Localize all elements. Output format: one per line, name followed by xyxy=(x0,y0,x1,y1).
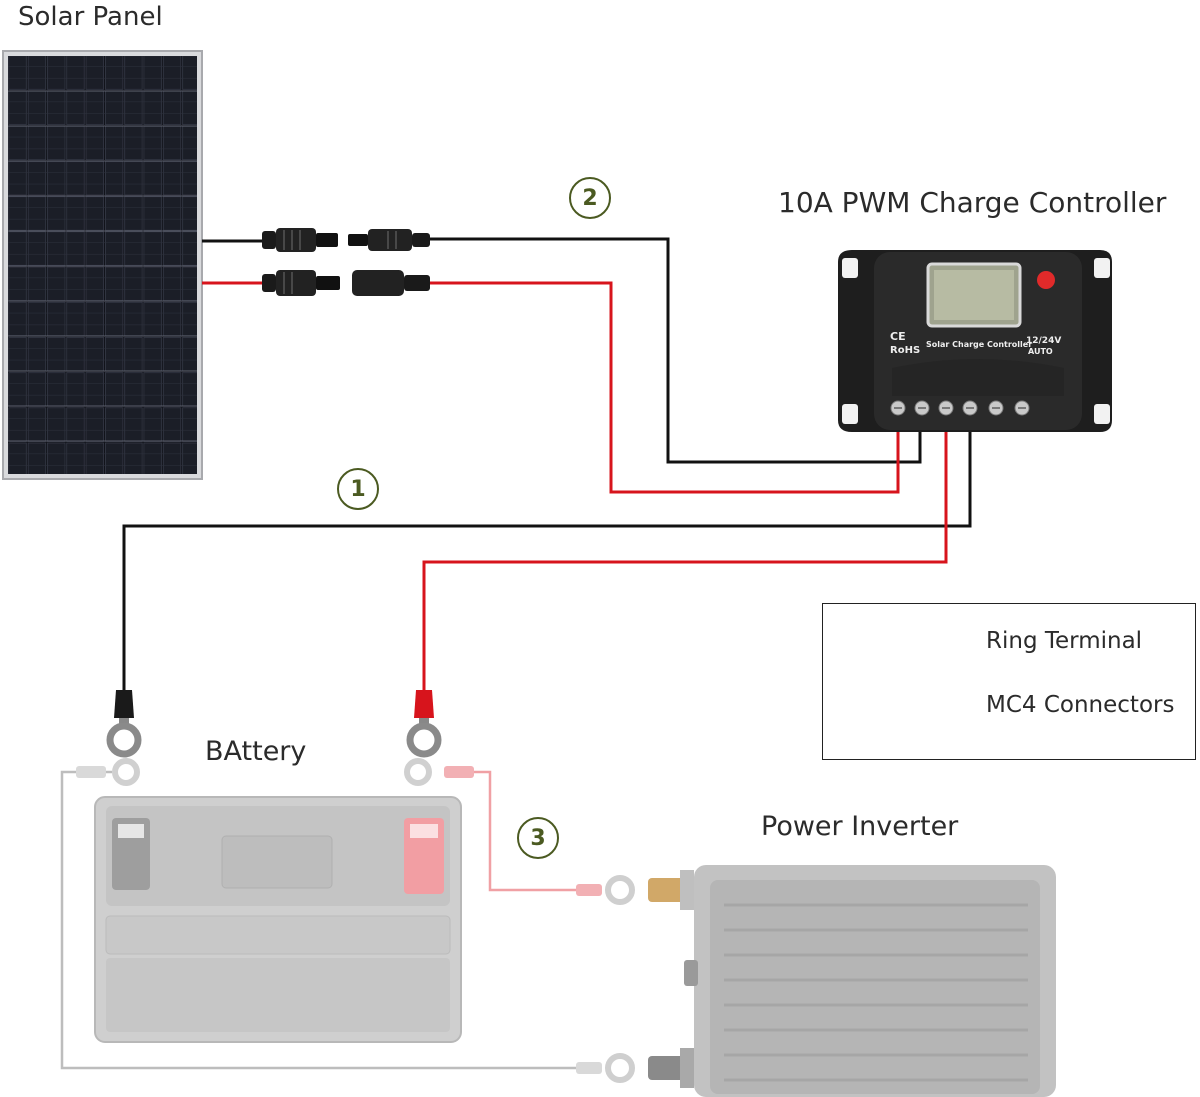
controller-rohs-mark: RoHS xyxy=(890,345,920,356)
inverter-positive-wire xyxy=(474,770,576,892)
legend-ring-terminal-label: Ring Terminal xyxy=(986,628,1143,654)
solar-panel-label: Solar Panel xyxy=(18,2,163,32)
controller-ce-mark: CE xyxy=(890,330,906,343)
step-1-badge: 1 xyxy=(337,468,379,510)
faded-ring-terminals xyxy=(76,758,635,1083)
power-inverter xyxy=(648,865,1056,1097)
controller-model-name: Solar Charge Controller xyxy=(926,340,1032,349)
step-3-badge: 3 xyxy=(517,817,559,859)
battery-negative-wire xyxy=(122,425,972,690)
controller-voltage: 12/24V xyxy=(1026,336,1061,346)
panel-positive-wire xyxy=(202,281,900,494)
step-2-badge: 2 xyxy=(569,177,611,219)
controller-mode: AUTO xyxy=(1028,347,1053,356)
mc4-connector-negative xyxy=(262,228,430,252)
legend-mc4-label: MC4 Connectors xyxy=(986,692,1175,718)
battery-positive-wire xyxy=(422,425,948,690)
panel-negative-wire xyxy=(202,237,922,464)
legend-box: Ring Terminal MC4 Connectors xyxy=(822,603,1196,760)
solar-panel xyxy=(2,50,203,480)
battery xyxy=(94,796,462,1043)
ring-terminal-negative xyxy=(106,690,142,758)
charge-controller: CE RoHS Solar Charge Controller 12/24V A… xyxy=(838,250,1112,432)
battery-label: BAttery xyxy=(205,736,307,767)
charge-controller-label: 10A PWM Charge Controller xyxy=(778,186,1167,219)
ring-terminal-positive xyxy=(406,690,442,758)
mc4-connector-positive xyxy=(262,270,430,296)
power-inverter-label: Power Inverter xyxy=(761,811,959,842)
